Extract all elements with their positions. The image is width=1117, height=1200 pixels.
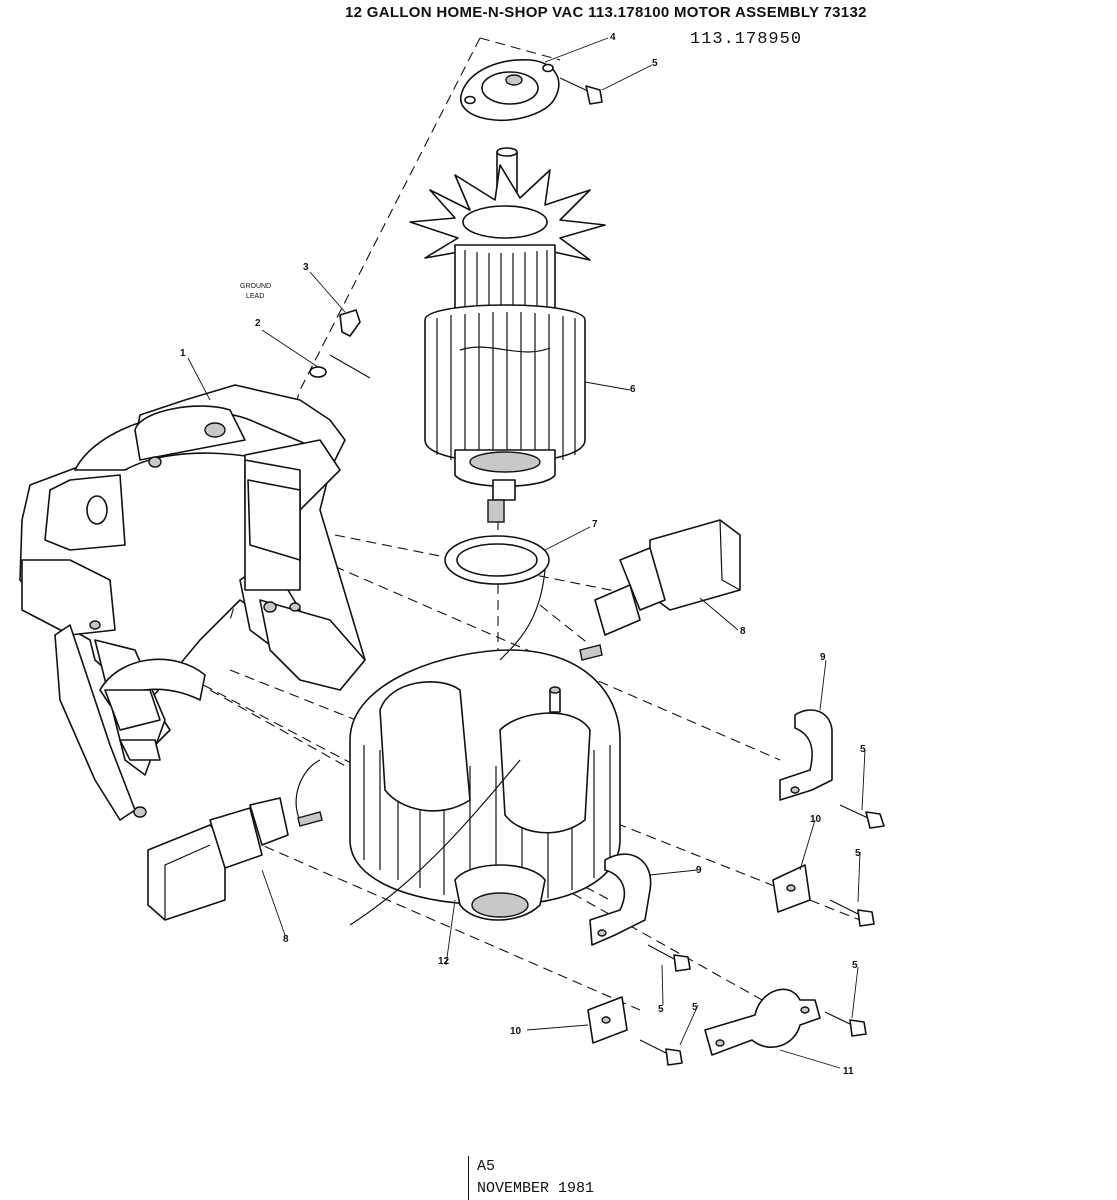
callout-5-a: 5 xyxy=(860,744,866,755)
revision-footer: A5 NOVEMBER 1981 xyxy=(468,1156,594,1200)
callout-9-lower: 9 xyxy=(696,865,702,876)
brush-holder-part-8-right xyxy=(594,519,741,636)
callout-leaders xyxy=(187,37,866,1069)
callout-10-lower: 10 xyxy=(510,1026,522,1037)
armature-part-6 xyxy=(409,147,606,523)
callout-8-left: 8 xyxy=(283,934,289,945)
callout-7: 7 xyxy=(592,519,598,530)
screw-part-5-top xyxy=(559,77,603,105)
screw-part-5-e xyxy=(639,1039,683,1066)
lockwasher-part-2 xyxy=(309,354,371,379)
callout-5-e: 5 xyxy=(692,1002,698,1013)
brush-clip-part-9-upper xyxy=(779,709,833,801)
screw-part-5-b xyxy=(829,899,875,927)
callout-12: 12 xyxy=(438,956,450,967)
callout-2: 2 xyxy=(255,318,261,329)
alternate-model-number: 113.178950 xyxy=(690,30,803,49)
ground-screw-part-3 xyxy=(339,309,361,337)
clamp-part-11 xyxy=(704,988,821,1056)
screw-part-5-d xyxy=(824,1011,867,1037)
callout-3: 3 xyxy=(303,262,309,273)
field-stator-part-12 xyxy=(295,569,621,926)
callout-9-upper: 9 xyxy=(820,652,826,663)
callout-4: 4 xyxy=(610,32,616,43)
plate-part-10-upper xyxy=(772,864,811,913)
svg-text:LEAD: LEAD xyxy=(246,293,264,300)
motor-frame-part-1 xyxy=(19,384,366,821)
revision-date: NOVEMBER 1981 xyxy=(477,1180,595,1197)
screw-part-5-a xyxy=(839,804,885,829)
callout-11: 11 xyxy=(843,1066,854,1077)
callout-5-d: 5 xyxy=(852,960,858,971)
plate-part-10-lower xyxy=(587,996,628,1044)
callout-1: 1 xyxy=(180,348,186,359)
callout-5-top: 5 xyxy=(652,58,658,69)
callout-8-right: 8 xyxy=(740,626,746,637)
revision-code: A5 xyxy=(477,1158,496,1175)
bearing-bracket-part-4 xyxy=(459,59,560,122)
brush-clip-part-9-lower xyxy=(589,853,652,946)
callout-5-c: 5 xyxy=(658,1004,664,1015)
callout-labels: 1 2 3 4 5 6 7 8 8 9 9 5 10 5 5 5 5 10 11… xyxy=(180,32,866,1077)
svg-text:GROUND: GROUND xyxy=(240,283,271,290)
callout-5-b: 5 xyxy=(855,848,861,859)
brush-holder-part-8-left xyxy=(147,797,289,921)
callout-6: 6 xyxy=(630,384,636,395)
diagram-title: 12 GALLON HOME-N-SHOP VAC 113.178100 MOT… xyxy=(345,4,867,21)
ground-lead-label: GROUND LEAD xyxy=(240,283,271,300)
screw-part-5-c xyxy=(647,944,691,972)
callout-10-upper: 10 xyxy=(810,814,822,825)
washer-part-7 xyxy=(444,535,550,585)
